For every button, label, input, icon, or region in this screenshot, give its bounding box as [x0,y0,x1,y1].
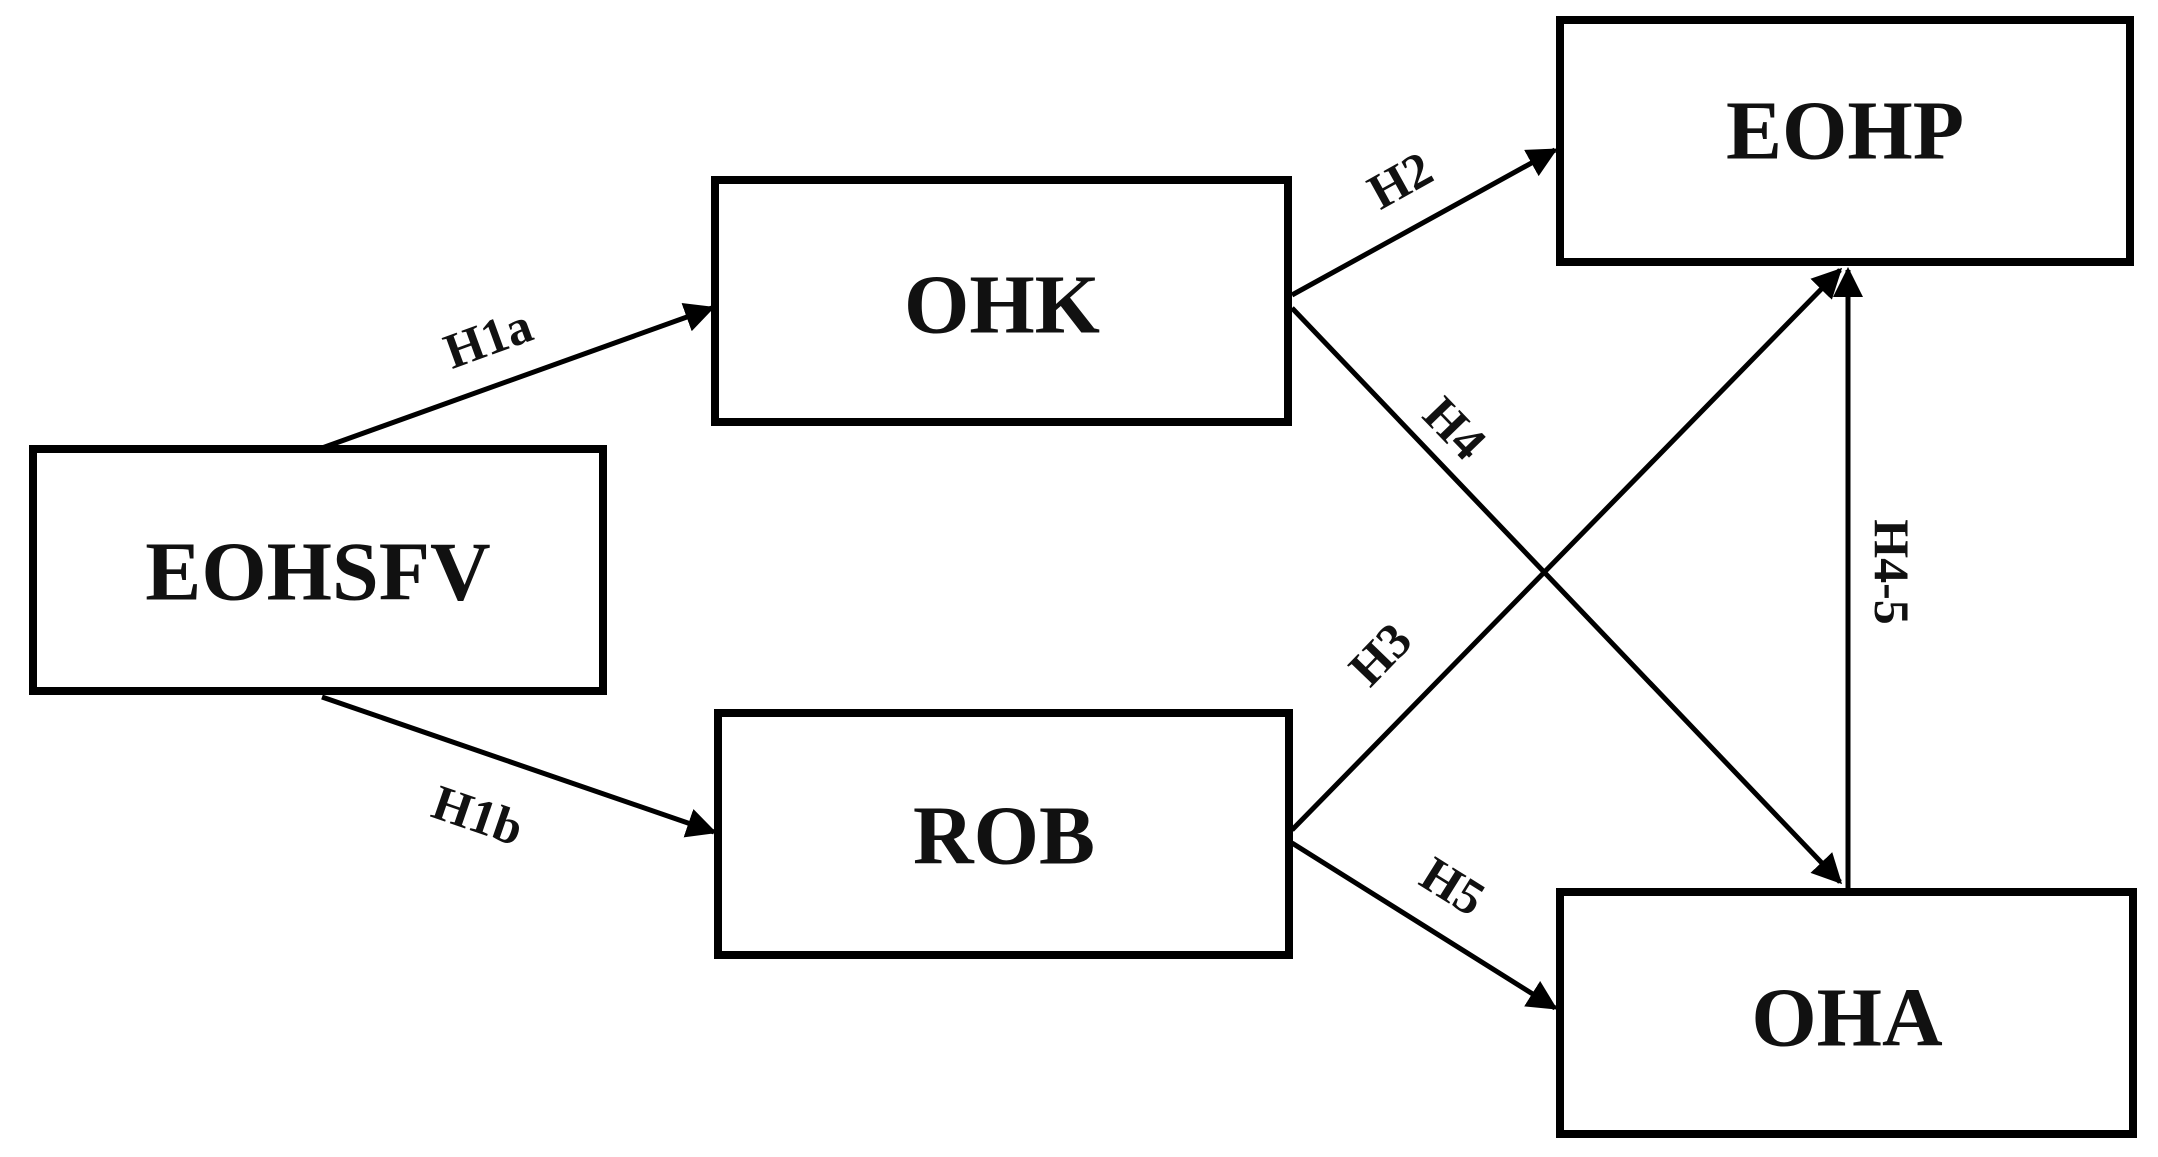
edge-label-h4-5: H4-5 [1864,519,1920,625]
node-eohsfv: EOHSFV [29,445,607,695]
node-eohsfv-box [29,445,607,695]
edge-h5-arrow [1290,840,1558,1011]
edge-label-h5: H5 [1411,845,1495,926]
edge-label-h1a: H1a [437,296,540,379]
node-rob-label: ROB [913,790,1095,883]
node-eohp-box [1556,16,2134,266]
edge-h1b-arrow [321,694,717,838]
edge-label-h3: H3 [1338,612,1423,697]
node-ohk: OHK [711,176,1292,426]
node-oha-box [1556,888,2137,1138]
edges [321,147,1863,1011]
edge-label-h1b: H1b [426,774,531,857]
node-eohsfv-label: EOHSFV [145,526,490,619]
node-ohk-box [711,176,1292,426]
edge-h3-arrow [1290,267,1843,832]
node-ohk-label: OHK [904,259,1100,352]
edge-label-h4: H4 [1413,386,1498,471]
node-eohp: EOHP [1556,16,2134,266]
edge-h4-arrow [1290,306,1843,885]
node-eohp-label: EOHP [1726,85,1964,178]
node-oha-label: OHA [1751,972,1943,1065]
node-rob: ROB [714,709,1293,959]
edge-label-h2: H2 [1358,140,1441,220]
node-rob-box [714,709,1293,959]
edge-h2-arrow [1290,147,1558,298]
node-oha: OHA [1556,888,2137,1138]
edge-h1a-arrow [321,303,715,451]
